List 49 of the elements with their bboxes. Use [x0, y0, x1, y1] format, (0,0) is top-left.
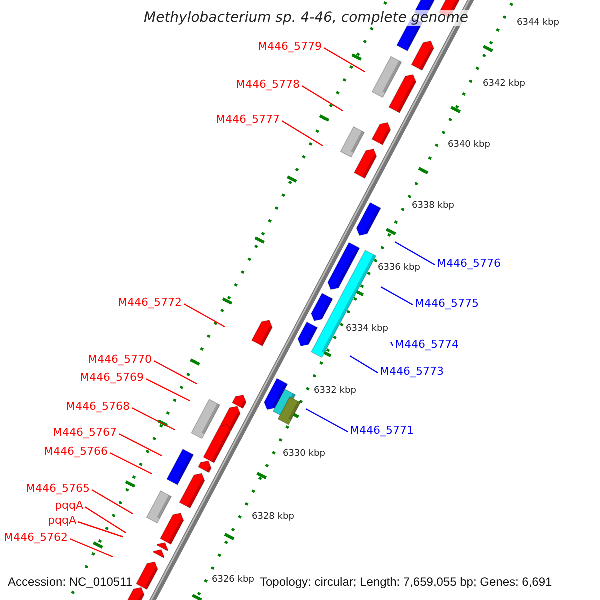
gene-label: M446_5776 — [437, 258, 501, 268]
leader-line — [132, 407, 176, 431]
genome-info-text: Topology: circular; Length: 7,659,055 bp; Genes: 6,691 — [260, 576, 552, 588]
gene-label: M446_5767 — [53, 426, 117, 438]
gene-label: pqqA — [55, 500, 84, 510]
tick-label: 6334 kbp — [346, 324, 388, 334]
leader-line — [306, 408, 348, 433]
leader-line — [154, 360, 198, 385]
gene-label: M446_5777 — [216, 114, 280, 124]
leader-line — [390, 342, 394, 346]
leader-line — [324, 47, 366, 73]
leader-line — [70, 538, 114, 558]
tick-label: 6338 kbp — [412, 202, 454, 210]
leader-line — [350, 355, 378, 374]
tick-label: 6328 kbp — [252, 512, 294, 522]
gene-label: M446_5769 — [80, 372, 144, 382]
leader-line — [78, 521, 124, 538]
gene-label: M446_5770 — [88, 354, 152, 364]
gene-label: M446_5766 — [44, 446, 108, 456]
leader-line — [394, 241, 436, 266]
tick-label: 6326 kbp — [212, 576, 254, 584]
accession-text: Accession: NC_010511 — [8, 576, 133, 588]
gene-label: M446_5779 — [258, 40, 322, 52]
gene-label: M446_5773 — [380, 366, 444, 376]
gene-label: M446_5778 — [236, 78, 300, 90]
leader-line — [302, 85, 344, 112]
gene-label: M446_5774 — [395, 338, 459, 350]
leader-line — [146, 378, 190, 402]
leader-line — [282, 120, 324, 147]
gene-label: M446_5775 — [415, 298, 479, 308]
leader-line — [84, 506, 126, 534]
gene-label: M446_5762 — [4, 532, 68, 542]
leader-line — [380, 286, 414, 306]
leader-line — [110, 452, 152, 475]
tick-label: 6330 kbp — [283, 450, 326, 458]
tick-label: 6340 kbp — [448, 140, 490, 150]
tick-label: 6344 kbp — [517, 18, 560, 28]
leader-line — [184, 303, 226, 328]
tick-label: 6332 kbp — [314, 386, 356, 396]
leader-line — [92, 489, 134, 515]
title: Methylobacterium sp. 4-46, complete genome — [141, 10, 472, 26]
gene-label: M446_5772 — [118, 296, 182, 308]
gene-label: pqqA — [48, 514, 76, 526]
gene-label: M446_5765 — [26, 482, 90, 494]
leader-line — [118, 433, 162, 457]
gene-label: M446_5771 — [350, 424, 414, 436]
gene-label: M446_5768 — [66, 400, 130, 412]
tick-label: 6342 kbp — [483, 80, 526, 88]
tick-label: 6336 kbp — [378, 264, 420, 272]
